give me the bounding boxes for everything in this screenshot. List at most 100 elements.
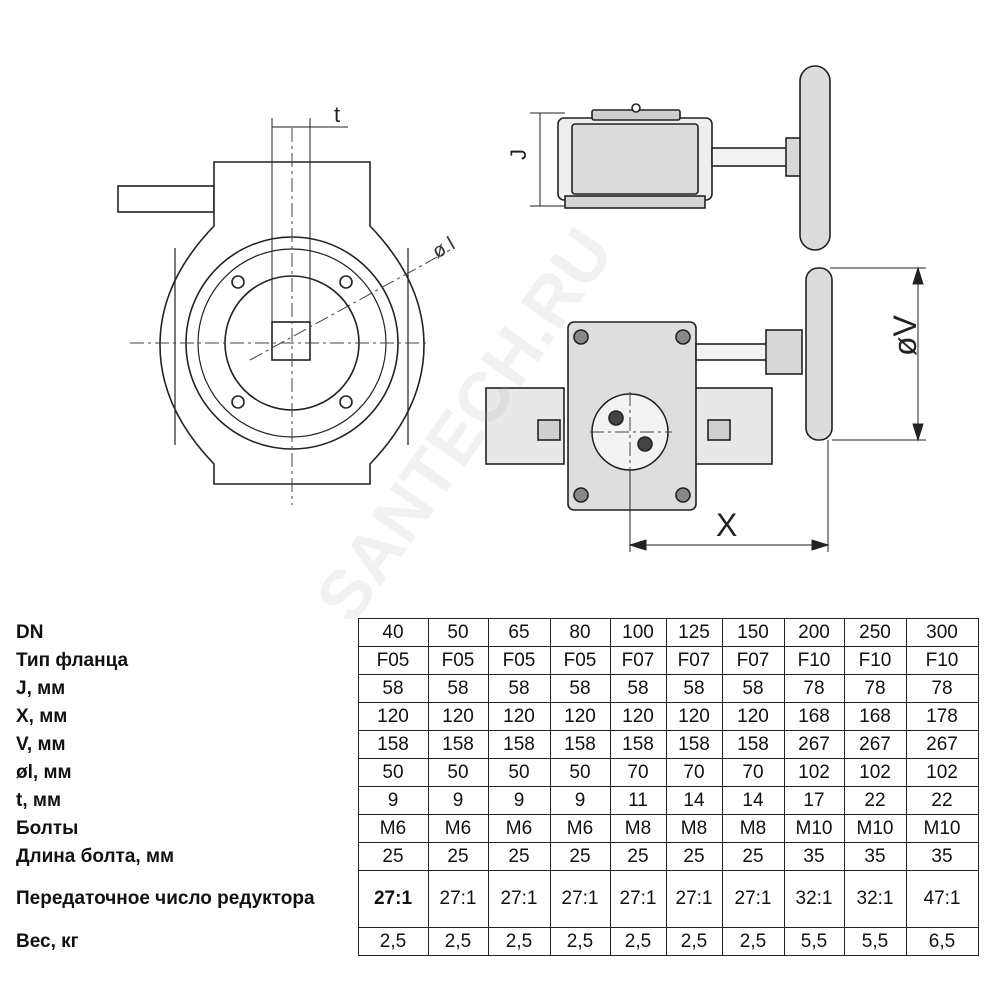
- cell-value: 70: [721, 758, 785, 787]
- cell-value: 102: [843, 758, 907, 787]
- cell-value: 125: [665, 618, 723, 647]
- cell-value: 158: [721, 730, 785, 759]
- cell-value: 70: [609, 758, 667, 787]
- label-t: t: [334, 102, 340, 127]
- cell-value: 300: [905, 618, 979, 647]
- cell-value: F10: [843, 646, 907, 675]
- cell-value: M10: [843, 814, 907, 843]
- cell-value: M8: [721, 814, 785, 843]
- cell-value: 14: [665, 786, 723, 815]
- cell-value: 120: [549, 702, 611, 731]
- cell-value: 25: [487, 842, 551, 871]
- cell-value: 5,5: [843, 927, 907, 956]
- cell-value: 32:1: [843, 870, 907, 928]
- cell-value: 102: [783, 758, 845, 787]
- technical-drawing: t ø l J: [117, 65, 926, 552]
- cell-value: 58: [357, 674, 429, 703]
- row-label: V, мм: [16, 733, 66, 755]
- cell-value: 17: [783, 786, 845, 815]
- cell-value: 9: [487, 786, 551, 815]
- row-label: Тип фланца: [16, 649, 129, 671]
- cell-value: 178: [905, 702, 979, 731]
- cell-value: 78: [843, 674, 907, 703]
- cell-value: F05: [357, 646, 429, 675]
- cell-value: 25: [721, 842, 785, 871]
- cell-value: 35: [843, 842, 907, 871]
- cell-value: M6: [487, 814, 551, 843]
- cell-value: 58: [427, 674, 489, 703]
- row-label: Передаточное число редуктора: [16, 888, 315, 909]
- cell-value: M8: [665, 814, 723, 843]
- cell-value: F05: [549, 646, 611, 675]
- cell-value: M8: [609, 814, 667, 843]
- cell-value: 27:1: [427, 870, 489, 928]
- cell-value: 120: [357, 702, 429, 731]
- label-phi-v: øV: [887, 314, 923, 356]
- cell-value: 14: [721, 786, 785, 815]
- cell-value: M6: [549, 814, 611, 843]
- cell-value: 58: [487, 674, 551, 703]
- cell-value: 35: [905, 842, 979, 871]
- cell-value: 168: [843, 702, 907, 731]
- cell-value: 25: [357, 842, 429, 871]
- cell-value: 9: [427, 786, 489, 815]
- cell-value: 50: [427, 618, 489, 647]
- cell-value: 9: [549, 786, 611, 815]
- row-label: Длина болта, мм: [16, 845, 175, 867]
- cell-value: 50: [549, 758, 611, 787]
- top-view: [485, 266, 926, 552]
- cell-value: 22: [843, 786, 907, 815]
- cell-value: M6: [357, 814, 429, 843]
- cell-value: 2,5: [721, 927, 785, 956]
- cell-value: 78: [905, 674, 979, 703]
- row-label: Вес, кг: [16, 930, 79, 952]
- cell-value: 58: [665, 674, 723, 703]
- cell-value: F05: [427, 646, 489, 675]
- row-label: X, мм: [16, 705, 68, 727]
- cell-value: 120: [487, 702, 551, 731]
- cell-value: 58: [721, 674, 785, 703]
- cell-value: F05: [487, 646, 551, 675]
- cell-value: 158: [665, 730, 723, 759]
- cell-value: 11: [609, 786, 667, 815]
- cell-value: 50: [357, 758, 429, 787]
- cell-value: 58: [549, 674, 611, 703]
- cell-value: 65: [487, 618, 551, 647]
- cell-value: 32:1: [783, 870, 845, 928]
- row-label: Болты: [16, 817, 79, 839]
- cell-value: M10: [905, 814, 979, 843]
- row-label: J, мм: [16, 677, 66, 699]
- cell-value: 80: [549, 618, 611, 647]
- row-label: øl, мм: [16, 761, 72, 783]
- cell-value: 25: [609, 842, 667, 871]
- cell-value: 9: [357, 786, 429, 815]
- cell-value: 50: [427, 758, 489, 787]
- cell-value: 25: [549, 842, 611, 871]
- cell-value: 2,5: [609, 927, 667, 956]
- cell-value: 102: [905, 758, 979, 787]
- cell-value: 27:1: [721, 870, 785, 928]
- label-x: X: [716, 507, 737, 543]
- cell-value: 2,5: [357, 927, 429, 956]
- cell-value: 120: [427, 702, 489, 731]
- cell-value: 158: [357, 730, 429, 759]
- row-label: DN: [16, 621, 44, 643]
- cell-value: 50: [487, 758, 551, 787]
- cell-value: 158: [549, 730, 611, 759]
- cell-value: 158: [609, 730, 667, 759]
- front-view: [117, 118, 451, 505]
- cell-value: 6,5: [905, 927, 979, 956]
- cell-value: 267: [783, 730, 845, 759]
- cell-value: 22: [905, 786, 979, 815]
- cell-value: 27:1: [357, 870, 429, 928]
